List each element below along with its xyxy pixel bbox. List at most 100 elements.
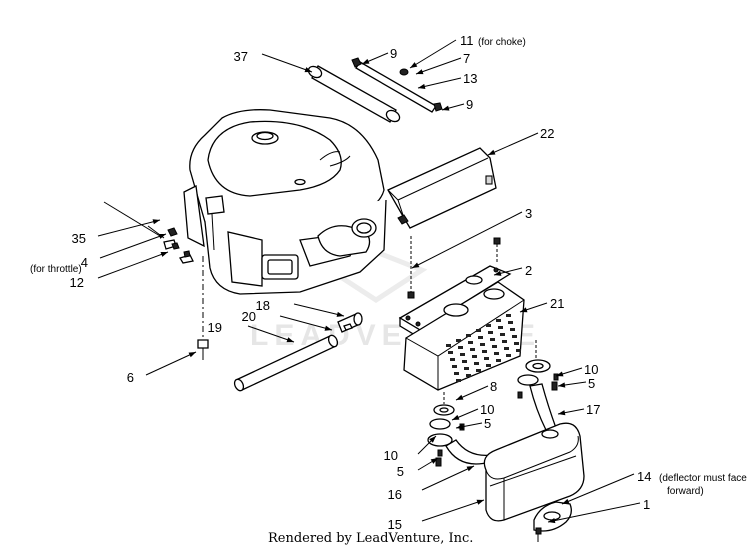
leader-arrowhead (158, 233, 166, 239)
callout-note: (for choke) (478, 37, 526, 48)
perforation-slot (474, 362, 479, 365)
choke-tube-13 (351, 57, 443, 113)
callout-c4: 4 (81, 233, 167, 270)
callout-c17: 17 (557, 402, 600, 417)
callout-c11: 11(for choke) (409, 33, 526, 69)
callout-number: 21 (550, 296, 564, 311)
throttle-parts (103, 201, 209, 360)
perforation-slot (504, 347, 509, 350)
leader-arrowhead (160, 252, 168, 257)
perforation-slot (492, 345, 497, 348)
callout-c6: 6 (127, 351, 197, 385)
callout-number: 17 (586, 402, 600, 417)
leader-arrowhead (430, 458, 438, 464)
leader-arrowhead (188, 352, 196, 358)
muffler-guard-21 (403, 281, 525, 391)
leader-arrowhead (456, 424, 464, 430)
callout-note: (for throttle) (30, 264, 82, 275)
callout-c37: 37 (234, 49, 313, 73)
perforation-slot (466, 334, 471, 337)
engine (183, 109, 387, 295)
perforation-slot (494, 352, 499, 355)
leader-arrowhead (429, 436, 436, 443)
leader-line (411, 211, 523, 269)
leader-arrowhead (456, 394, 464, 400)
callout-c15: 15 (388, 499, 485, 532)
callout-number: 15 (388, 517, 402, 532)
callout-c19: 19 (208, 320, 295, 343)
callout-number: 10 (480, 402, 494, 417)
callout-c16: 16 (388, 465, 475, 502)
leader-arrowhead (336, 311, 344, 317)
perforation-slot (462, 360, 467, 363)
muffler-15 (483, 422, 585, 522)
callout-c10b: 10 (451, 402, 494, 421)
callout-number: 4 (81, 255, 88, 270)
leader-line (247, 325, 295, 343)
callout-c21: 21 (519, 296, 564, 313)
leader-arrowhead (286, 337, 294, 343)
perforation-slot (460, 353, 465, 356)
callout-number: 3 (525, 206, 532, 221)
leader-line (97, 251, 169, 279)
leader-line (409, 39, 457, 69)
callout-number: 5 (397, 464, 404, 479)
callout-number: 6 (127, 370, 134, 385)
perforation-slot (454, 372, 459, 375)
leader-arrowhead (488, 149, 496, 155)
callout-number: 18 (256, 298, 270, 313)
perforation-slot (452, 365, 457, 368)
callout-number: 5 (484, 416, 491, 431)
leader-arrowhead (476, 499, 484, 505)
callout-number: 1 (643, 497, 650, 512)
leader-arrowhead (562, 498, 570, 504)
leader-arrowhead (556, 371, 564, 377)
foam-tube-37 (307, 65, 401, 123)
callout-c10a: 10 (555, 362, 598, 377)
bracket-2 (398, 265, 512, 340)
perforation-slot (458, 346, 463, 349)
leader-arrowhead (324, 325, 332, 331)
deflector-14 (533, 501, 572, 542)
leader-arrowhead (548, 518, 556, 524)
callout-number: 10 (384, 448, 398, 463)
perforation-slot (486, 364, 491, 367)
perforation-slot (498, 326, 503, 329)
perforation-slot (486, 324, 491, 327)
callout-c13: 13 (417, 71, 477, 89)
perforation-slot (468, 341, 473, 344)
callout-c5a: 5 (557, 376, 595, 391)
perforation-slot (464, 367, 469, 370)
callout-c2: 2 (493, 263, 532, 278)
perforation-slot (450, 358, 455, 361)
callout-c1: 1 (547, 497, 650, 524)
callout-c35: 35 (72, 219, 161, 246)
callout-number: 8 (490, 379, 497, 394)
leader-arrowhead (520, 307, 528, 313)
perforation-slot (456, 339, 461, 342)
callout-number: 16 (388, 487, 402, 502)
perforation-slot (482, 350, 487, 353)
leader-line (415, 57, 462, 75)
callout-c7: 7 (415, 51, 470, 75)
callout-c22: 22 (487, 126, 554, 156)
perforation-slot (512, 335, 517, 338)
leader-arrowhead (466, 466, 474, 472)
leader-arrowhead (410, 62, 418, 68)
callout-number: 2 (525, 263, 532, 278)
perforation-slot (490, 338, 495, 341)
callout-c5b: 5 (455, 416, 491, 431)
leader-arrowhead (362, 58, 370, 64)
perforation-slot (496, 319, 501, 322)
perforation-slot (502, 340, 507, 343)
heat-shield-22 (387, 147, 497, 229)
callout-c18: 18 (256, 298, 345, 317)
callout-c5c: 5 (397, 457, 439, 479)
perforation-slot (446, 344, 451, 347)
pipe-19 (233, 312, 363, 392)
callout-c9b: 9 (441, 97, 473, 112)
